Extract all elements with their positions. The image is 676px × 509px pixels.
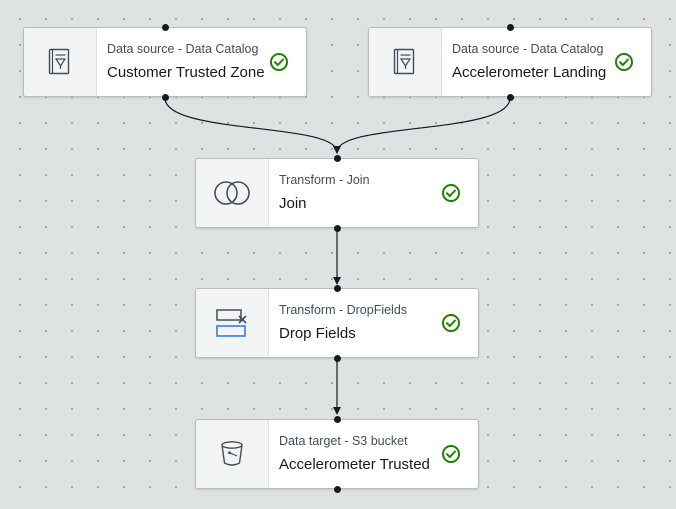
- node-body: Transform - DropFields Drop Fields: [269, 289, 478, 357]
- node-type-label: Transform - Join: [279, 173, 370, 187]
- edge-customer-to-join: [164, 97, 341, 154]
- node-body: Transform - Join Join: [269, 159, 478, 227]
- input-port[interactable]: [334, 285, 341, 292]
- input-port[interactable]: [162, 24, 169, 31]
- node-icon-area: [24, 28, 97, 96]
- success-check-icon: [270, 53, 288, 71]
- node-type-label: Transform - DropFields: [279, 303, 408, 317]
- node-icon-area: [196, 289, 269, 357]
- data-catalog-icon: [48, 48, 70, 75]
- node-icon-area: [196, 159, 269, 227]
- node-name: Customer Trusted Zone: [107, 64, 265, 81]
- output-port[interactable]: [334, 486, 341, 493]
- node-customer-trusted-zone[interactable]: Data source - Data Catalog Customer Trus…: [23, 24, 307, 101]
- input-port[interactable]: [507, 24, 514, 31]
- node-name: Accelerometer Trusted: [279, 456, 430, 473]
- success-check-icon: [442, 445, 460, 463]
- node-type-label: Data source - Data Catalog: [107, 42, 259, 56]
- node-accelerometer-trusted[interactable]: Data target - S3 bucket Accelerometer Tr…: [195, 416, 479, 493]
- s3-bucket-icon: [221, 441, 243, 466]
- edge-accelerometer-to-join: [333, 97, 511, 154]
- data-catalog-icon: [393, 48, 415, 75]
- node-icon-area: [369, 28, 442, 96]
- output-port[interactable]: [334, 225, 341, 232]
- output-port[interactable]: [507, 94, 514, 101]
- node-drop-fields[interactable]: Transform - DropFields Drop Fields: [195, 285, 479, 362]
- success-check-icon: [442, 314, 460, 332]
- node-type-label: Data source - Data Catalog: [452, 42, 604, 56]
- node-type-label: Data target - S3 bucket: [279, 434, 408, 448]
- node-name: Join: [279, 195, 307, 212]
- output-port[interactable]: [334, 355, 341, 362]
- node-body: Data source - Data Catalog Customer Trus…: [97, 28, 306, 96]
- node-name: Drop Fields: [279, 325, 356, 342]
- node-icon-area: [196, 420, 269, 488]
- input-port[interactable]: [334, 416, 341, 423]
- node-join[interactable]: Transform - Join Join: [195, 155, 479, 232]
- node-accelerometer-landing[interactable]: Data source - Data Catalog Accelerometer…: [368, 24, 652, 101]
- node-name: Accelerometer Landing: [452, 64, 607, 81]
- join-icon: [214, 181, 250, 205]
- drop-fields-icon: [216, 309, 247, 337]
- input-port[interactable]: [334, 155, 341, 162]
- node-body: Data target - S3 bucket Accelerometer Tr…: [269, 420, 478, 488]
- success-check-icon: [615, 53, 633, 71]
- output-port[interactable]: [162, 94, 169, 101]
- success-check-icon: [442, 184, 460, 202]
- node-body: Data source - Data Catalog Accelerometer…: [442, 28, 651, 96]
